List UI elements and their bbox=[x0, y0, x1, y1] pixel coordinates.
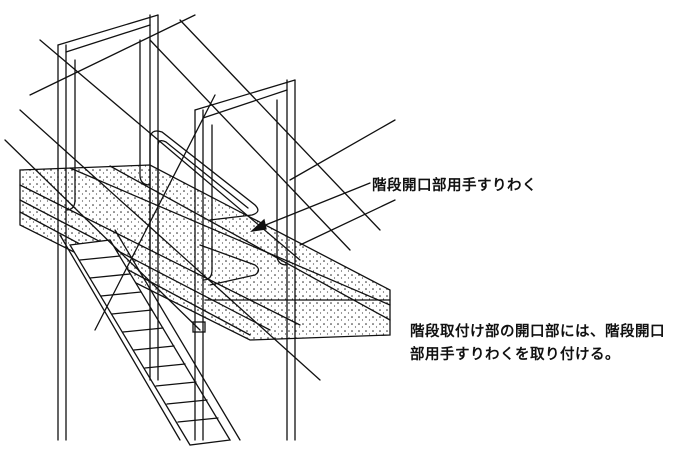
note-line-1: 階段取付け部の開口部には、階段開口 bbox=[410, 323, 665, 340]
note-line-2: 部用手すりわくを取り付ける。 bbox=[410, 346, 620, 363]
callout-label: 階段開口部用手すりわく bbox=[372, 177, 537, 194]
callout-leader bbox=[250, 182, 371, 232]
note-text: 階段取付け部の開口部には、階段開口 部用手すりわくを取り付ける。 bbox=[410, 320, 665, 366]
opening-handrail-frame bbox=[149, 130, 260, 286]
cross-braces bbox=[4, 14, 396, 381]
